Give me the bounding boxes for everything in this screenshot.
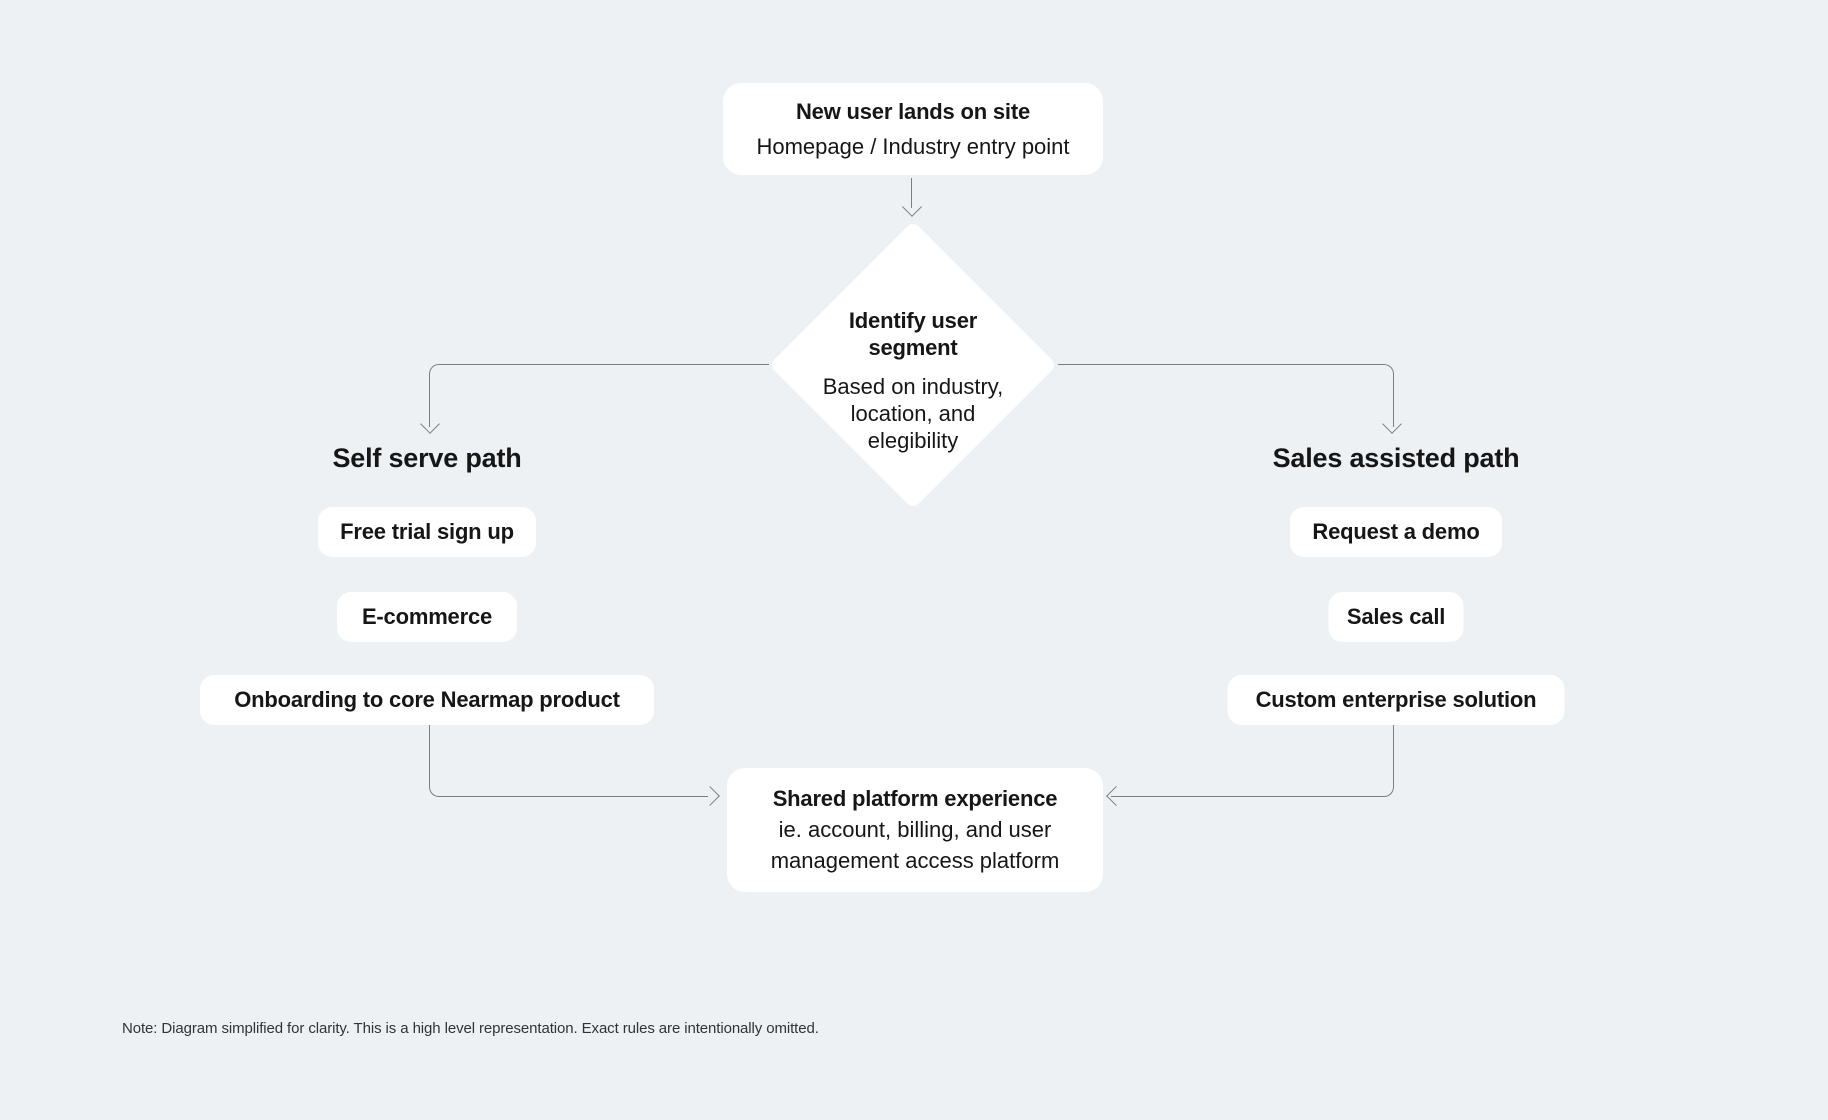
step-ecommerce: E-commerce <box>337 592 517 642</box>
connector-decision-to-sales-assisted <box>1058 364 1394 427</box>
step-onboarding-core-product: Onboarding to core Nearmap product <box>200 675 654 725</box>
start-node: New user lands on site Homepage / Indust… <box>723 83 1103 175</box>
self-serve-path-heading: Self serve path <box>332 443 522 473</box>
merge-node-title: Shared platform experience <box>772 786 1058 811</box>
arrowhead-down <box>902 197 922 217</box>
start-node-subtitle: Homepage / Industry entry point <box>756 133 1070 159</box>
merge-node-body-line: ie. account, billing, and user <box>778 817 1052 842</box>
decision-title: Identify user segment <box>783 307 1043 361</box>
step-custom-enterprise-solution: Custom enterprise solution <box>1227 675 1565 725</box>
connector-decision-to-self-serve <box>429 364 769 427</box>
connector-onboarding-to-merge <box>429 725 708 797</box>
step-request-a-demo: Request a demo <box>1290 507 1502 557</box>
connector-start-to-decision <box>911 178 912 208</box>
footnote: Note: Diagram simplified for clarity. Th… <box>122 1020 819 1037</box>
merge-node: Shared platform experience ie. account, … <box>727 768 1103 892</box>
decision-body-line: elegibility <box>867 428 959 453</box>
decision-body-line: location, and <box>850 401 976 426</box>
decision-body: Based on industry, location, and elegibi… <box>783 373 1043 454</box>
decision-node-text: Identify user segment Based on industry,… <box>783 307 1043 454</box>
sales-assisted-path-heading: Sales assisted path <box>1272 443 1520 473</box>
connector-enterprise-to-merge <box>1111 725 1394 797</box>
decision-body-line: Based on industry, <box>822 374 1004 399</box>
step-free-trial-sign-up: Free trial sign up <box>318 507 536 557</box>
step-sales-call: Sales call <box>1328 592 1464 642</box>
merge-node-body-line: management access platform <box>770 848 1060 873</box>
decision-title-line: Identify user <box>848 308 978 333</box>
start-node-title: New user lands on site <box>795 98 1030 124</box>
decision-title-line: segment <box>868 335 958 360</box>
